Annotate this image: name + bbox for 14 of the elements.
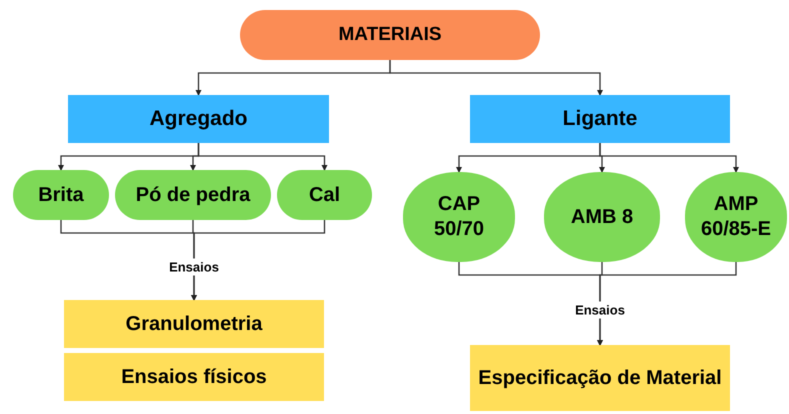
connector-arrow: [191, 220, 326, 301]
category-box: Ligante: [470, 95, 730, 143]
material-pill: Cal: [277, 170, 372, 220]
connector-arrow: [599, 143, 739, 173]
connector-arrow: [597, 262, 737, 346]
result-box: Especificação de Material: [470, 345, 730, 411]
material-pill: Brita: [13, 170, 109, 220]
connector-arrow: [198, 143, 328, 171]
connector-arrow: [389, 60, 603, 96]
result-box: Granulometria: [64, 300, 324, 348]
result-box: Ensaios físicos: [64, 353, 324, 401]
material-pill: Pó de pedra: [115, 170, 271, 220]
root-pill: MATERIAIS: [240, 10, 540, 60]
category-box: Agregado: [68, 95, 329, 143]
